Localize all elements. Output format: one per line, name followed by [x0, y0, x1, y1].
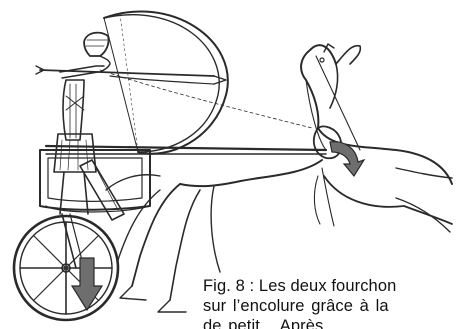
figure-caption-line-1: Fig. 8 : Les deux fourchon: [203, 278, 396, 295]
figure-caption-line-2: sur l’encolure grâce à la: [203, 298, 389, 315]
figure-caption-line-3: de petit... Après ...: [203, 318, 344, 329]
